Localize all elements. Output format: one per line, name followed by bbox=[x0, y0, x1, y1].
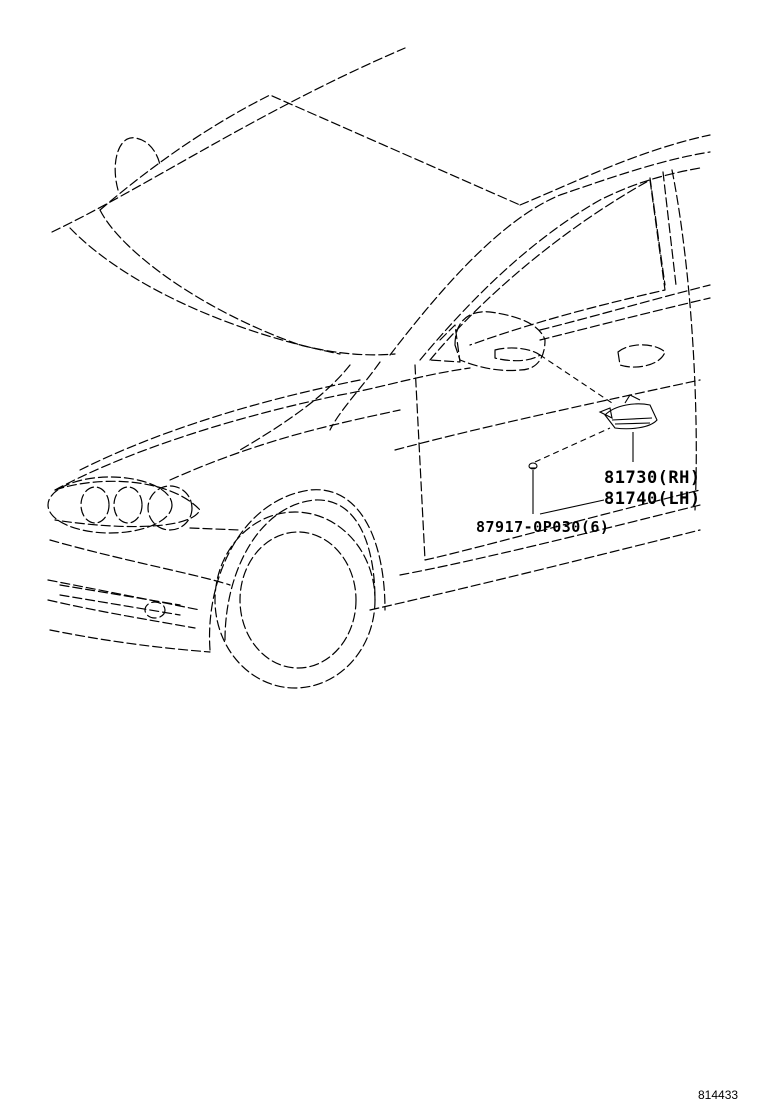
bumper-top bbox=[49, 539, 231, 586]
part-number-81730-rh: 81730(RH) bbox=[604, 468, 701, 488]
headlamp-inner-1 bbox=[80, 486, 110, 524]
hood-top bbox=[54, 367, 471, 491]
diagram-reference-number: 814433 bbox=[698, 1088, 739, 1102]
headlamp-inner-3 bbox=[147, 485, 193, 531]
door-handle bbox=[617, 344, 666, 368]
grille-lines bbox=[59, 584, 181, 616]
front-tire bbox=[214, 511, 376, 689]
rocker-line-lower bbox=[369, 529, 701, 611]
b-pillar-b bbox=[662, 171, 677, 286]
a-pillar-inner bbox=[419, 167, 701, 361]
mirror-base bbox=[429, 324, 461, 363]
belt-line-2 bbox=[539, 297, 711, 341]
a-pillar-outer bbox=[389, 151, 711, 356]
hood-line-b bbox=[329, 361, 381, 431]
b-pillar-a bbox=[649, 177, 666, 286]
wheel-arch-inner bbox=[224, 499, 376, 641]
wheel-arch bbox=[208, 489, 386, 651]
mirror-lamp-outline bbox=[494, 347, 541, 362]
roofline-rear bbox=[519, 134, 711, 206]
roof-antenna bbox=[114, 137, 161, 191]
fender-line bbox=[169, 409, 401, 481]
door-window-frame bbox=[429, 179, 666, 361]
bumper-bottom bbox=[49, 629, 211, 653]
clip-part bbox=[528, 462, 538, 470]
hood-crease bbox=[79, 379, 361, 471]
rocker-line bbox=[399, 504, 701, 576]
windshield-inner bbox=[69, 227, 341, 355]
part-number-87917-clip: 87917-0P030(6) bbox=[476, 518, 610, 536]
door-character-line bbox=[394, 379, 701, 451]
headlamp-leader bbox=[189, 527, 241, 531]
headlamp-housing bbox=[54, 480, 201, 528]
headlamp-inner-2 bbox=[113, 486, 143, 524]
windshield-edge bbox=[99, 209, 396, 356]
windshield-top bbox=[99, 94, 521, 211]
bumper-line-2 bbox=[47, 599, 196, 629]
hood-line-a bbox=[239, 364, 351, 451]
part-number-81740-lh: 81740(LH) bbox=[604, 489, 701, 509]
bumper-line-1 bbox=[47, 579, 201, 611]
roof-line bbox=[51, 47, 406, 233]
mirror-body bbox=[454, 311, 546, 372]
courtesy-lamp-part bbox=[598, 394, 658, 430]
door-rear-edge bbox=[671, 169, 697, 511]
leader-mirror-to-lamp bbox=[539, 354, 616, 406]
fog-lamp bbox=[144, 601, 166, 619]
front-rim bbox=[239, 531, 357, 669]
leader-clip-dash bbox=[534, 427, 611, 463]
door-front-edge bbox=[414, 364, 701, 561]
leader-clip-to-label bbox=[539, 499, 605, 515]
headlamp-outer bbox=[47, 476, 173, 534]
belt-line bbox=[539, 284, 711, 331]
